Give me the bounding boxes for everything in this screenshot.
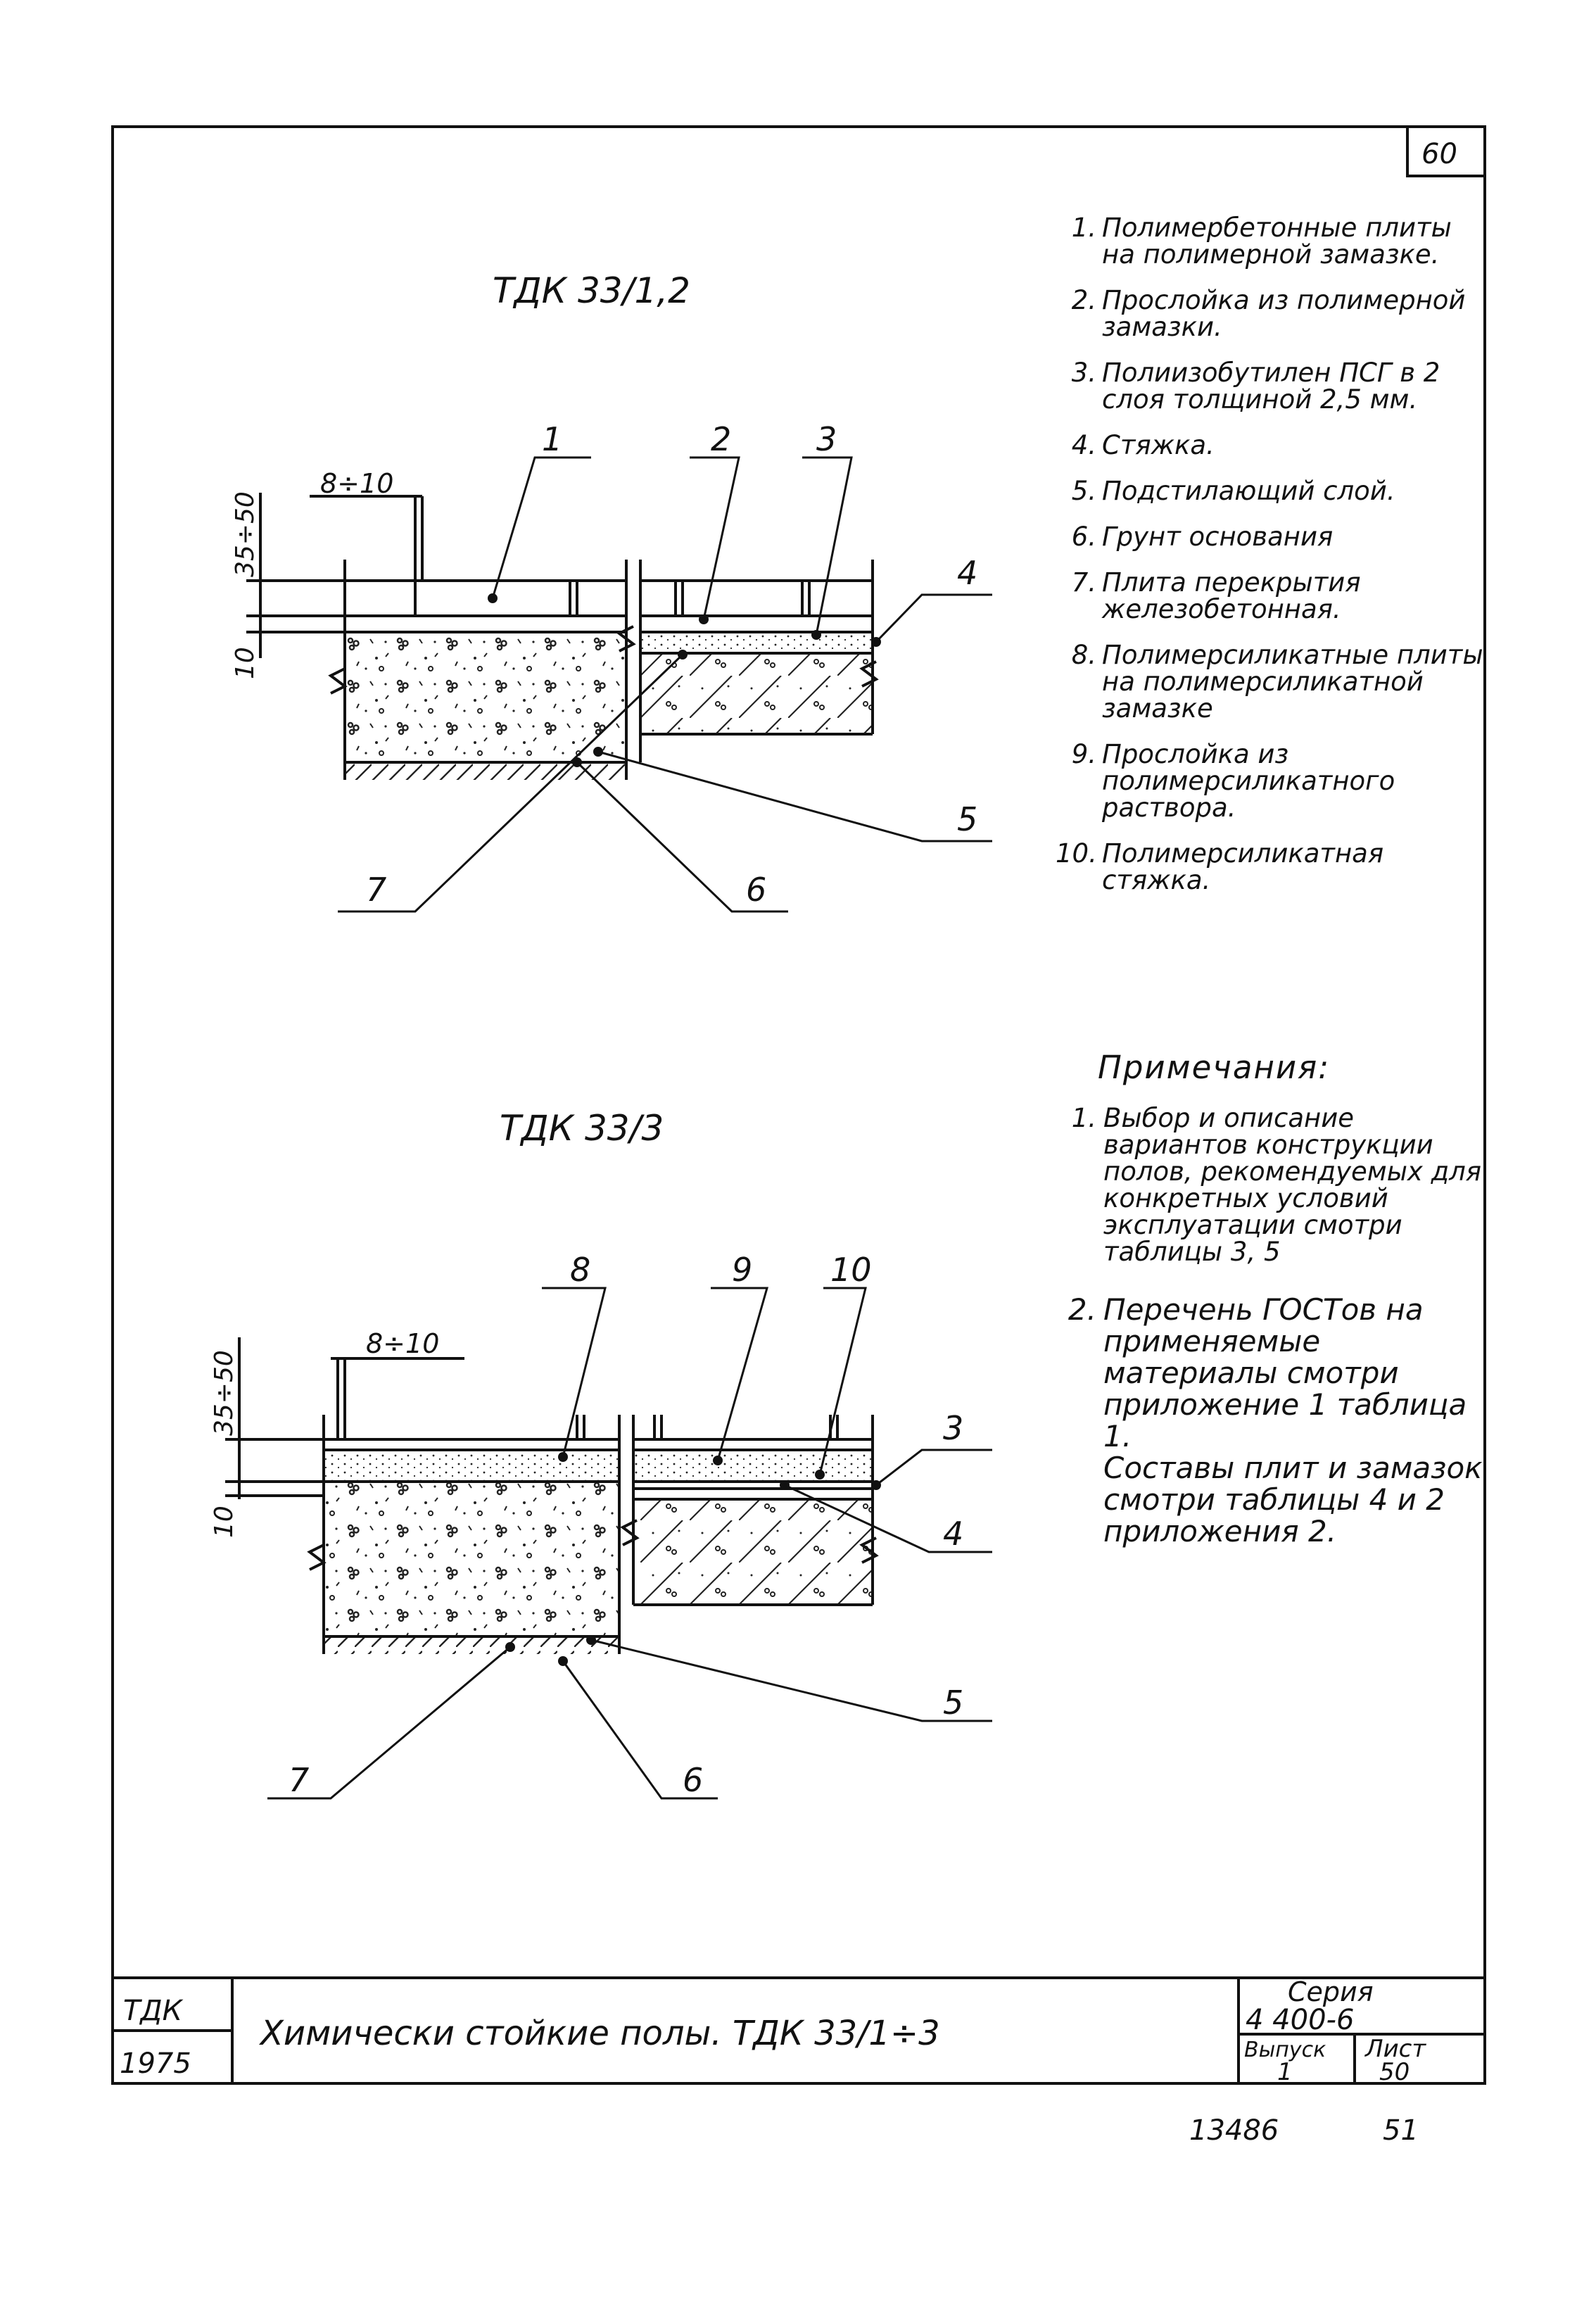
dim-gap-top: 8÷10: [320, 468, 393, 499]
sheet-number: 60: [1421, 138, 1457, 170]
issue-label: Выпуск: [1244, 2038, 1326, 2062]
legend-item: 2.Прослойка из полимерной замазки.: [1071, 285, 1466, 342]
title-block-code: ТДК: [123, 1995, 184, 2027]
legend-item: 9.Прослойка из полимерсиликатного раство…: [1071, 739, 1395, 823]
detail-title-bottom: ТДК 33/3: [500, 1108, 664, 1149]
callout-10-bottom: 10: [830, 1251, 872, 1289]
callout-7-bottom: 7: [289, 1761, 309, 1799]
callout-5-top: 5: [957, 800, 977, 838]
legend-item: 6.Грунт основания: [1071, 522, 1334, 552]
sheet-label: Лист: [1364, 2035, 1426, 2063]
detail-top: 8÷10 35÷50 10 1 2 3 4 5 7 6: [231, 420, 992, 913]
detail-title-top: ТДК 33/1,2: [493, 270, 690, 311]
series-label: Серия: [1288, 1976, 1374, 2007]
note-item: 1.Выбор и описание вариантов конструкции…: [1071, 1103, 1482, 1267]
legend: 1.Полимербетонные плиты на полимерной за…: [1056, 215, 1492, 913]
callout-4-top: 4: [957, 554, 977, 592]
title-block: [113, 1976, 1485, 2083]
legend-item: 4.Стяжка.: [1071, 430, 1215, 460]
legend-item: 10.Полимерсиликатная стяжка.: [1056, 838, 1384, 895]
title-block-year: 1975: [120, 2048, 191, 2080]
callout-5-bottom: 5: [943, 1684, 963, 1722]
callout-6-bottom: 6: [683, 1761, 703, 1799]
callout-4-bottom: 4: [943, 1515, 963, 1553]
callout-9-bottom: 9: [732, 1251, 752, 1289]
note-item: 2.Перечень ГОСТов на применяемые материа…: [1068, 1292, 1483, 1548]
detail-bottom: 8÷10 35÷50 10 8 9 10 3 4 5 7: [210, 1251, 992, 1800]
issue-value: 1: [1277, 2058, 1293, 2086]
dim-interlayer-top: 10: [231, 647, 260, 679]
dim-interlayer-bottom: 10: [210, 1506, 239, 1538]
dim-gap-bottom: 8÷10: [366, 1328, 439, 1359]
page-number: 51: [1383, 2114, 1419, 2147]
callout-7-top: 7: [366, 871, 386, 909]
callout-3-top: 3: [816, 420, 837, 458]
legend-item: 1.Полимербетонные плиты на полимерной за…: [1071, 213, 1452, 270]
callout-2-top: 2: [711, 420, 731, 458]
callout-1-top: 1: [542, 420, 562, 458]
notes-title: Примечания:: [1098, 1049, 1331, 1086]
callout-8-bottom: 8: [570, 1251, 590, 1289]
legend-item: 8.Полимерсиликатные плиты на полимерсили…: [1071, 640, 1483, 724]
series-value: 4 400-6: [1246, 2004, 1354, 2036]
callout-3-bottom: 3: [943, 1409, 963, 1447]
sheet-value: 50: [1379, 2058, 1410, 2086]
dim-thickness-top: 35÷50: [231, 491, 260, 577]
legend-item: 3.Полиизобутилен ПСГ в 2 слоя толщиной 2…: [1071, 358, 1440, 415]
notes: 1.Выбор и описание вариантов конструкции…: [1049, 1105, 1492, 1575]
legend-item: 7.Плита перекрытия железобетонная.: [1071, 567, 1361, 624]
sheet-frame: [111, 125, 1486, 2085]
inventory-number: 13486: [1189, 2114, 1279, 2147]
title-block-title: Химически стойкие полы. ТДК 33/1÷3: [258, 2014, 940, 2053]
legend-item: 5.Подстилающий слой.: [1071, 476, 1395, 506]
dim-thickness-bottom: 35÷50: [210, 1350, 239, 1436]
callout-6-top: 6: [746, 871, 766, 909]
